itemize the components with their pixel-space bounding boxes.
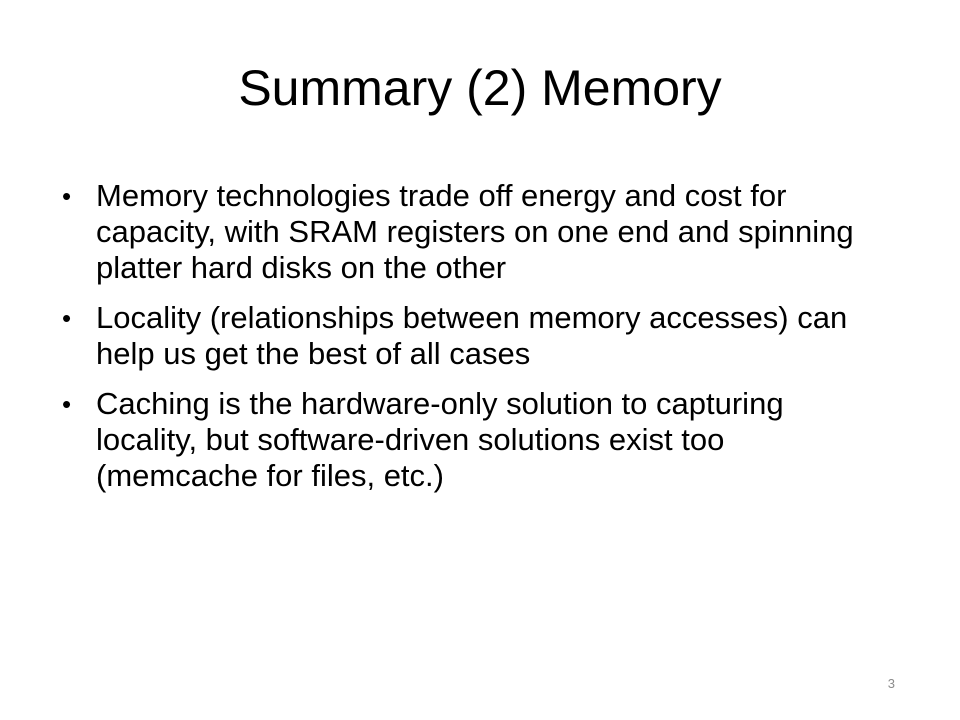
- slide-title: Summary (2) Memory: [238, 60, 722, 116]
- bullet-text: Locality (relationships between memory a…: [96, 300, 848, 371]
- bullet-item: • Caching is the hardware-only solution …: [60, 386, 890, 494]
- page-number: 3: [887, 676, 895, 691]
- bullet-dot-icon: •: [62, 181, 72, 211]
- bullet-list: • Memory technologies trade off energy a…: [60, 178, 890, 508]
- bullet-text: Memory technologies trade off energy and…: [96, 178, 854, 285]
- bullet-text: Caching is the hardware-only solution to…: [96, 386, 784, 493]
- bullet-item: • Locality (relationships between memory…: [60, 300, 890, 372]
- bullet-item: • Memory technologies trade off energy a…: [60, 178, 890, 286]
- bullet-dot-icon: •: [62, 303, 72, 333]
- bullet-dot-icon: •: [62, 389, 72, 419]
